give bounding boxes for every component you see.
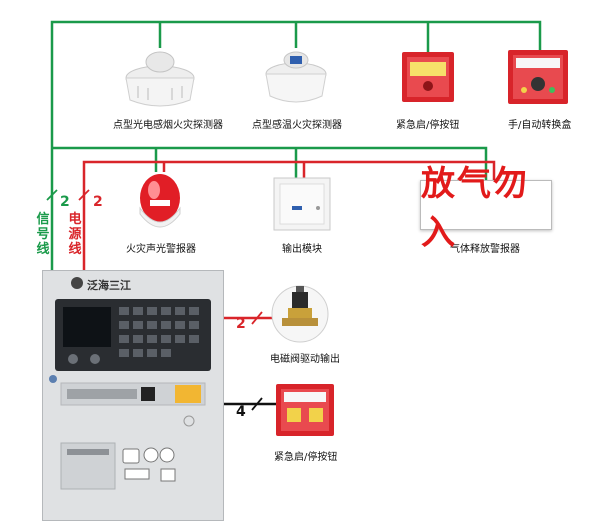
key-lock-icon bbox=[49, 375, 57, 383]
solenoid-valve-icon bbox=[271, 285, 329, 343]
label-panel-emergency-button: 紧急启/停按钮 bbox=[274, 452, 338, 463]
alarm-beacon-icon bbox=[139, 174, 181, 228]
certification-marks bbox=[122, 447, 176, 482]
button-wire-count: 4 bbox=[236, 404, 246, 420]
label-solenoid-valve: 电磁阀驱动输出 bbox=[270, 354, 340, 365]
output-module-icon bbox=[273, 177, 331, 231]
lcd-screen bbox=[63, 307, 111, 347]
power-bus bbox=[82, 160, 496, 320]
manual-auto-switch-icon bbox=[508, 50, 568, 104]
signal-bus bbox=[50, 20, 542, 270]
panel-brand: 泛海三江 bbox=[87, 279, 131, 292]
keypad bbox=[119, 307, 199, 357]
power-wire-count: 2 bbox=[93, 194, 103, 210]
signal-wire-count: 2 bbox=[60, 194, 70, 210]
heat-detector-icon bbox=[265, 51, 327, 103]
buzzer-icon bbox=[183, 415, 195, 427]
signal-wire-label: 信号线 bbox=[36, 212, 50, 257]
power-wire-label: 电源线 bbox=[68, 212, 82, 257]
label-output-module: 输出模块 bbox=[282, 244, 322, 255]
label-alarm-beacon: 火灾声光警报器 bbox=[126, 244, 196, 255]
emergency-button-icon bbox=[402, 52, 454, 102]
label-emergency-button: 紧急启/停按钮 bbox=[396, 120, 460, 131]
status-label bbox=[175, 385, 201, 403]
panel-face bbox=[49, 299, 211, 490]
smoke-detector-icon bbox=[125, 51, 195, 107]
label-heat-detector: 点型感温火灾探测器 bbox=[252, 120, 342, 131]
wire-count-ticks bbox=[46, 189, 263, 411]
emergency-button-icon bbox=[276, 384, 334, 436]
sign-text: 放气勿入 bbox=[421, 164, 529, 253]
label-smoke-detector: 点型光电感烟火灾探测器 bbox=[113, 120, 223, 131]
valve-wire-count: 2 bbox=[236, 316, 246, 332]
brand-logo-icon bbox=[71, 277, 83, 289]
gas-release-sign-icon: 放气勿入 bbox=[420, 164, 552, 253]
label-gas-release-sign: 气体释放警报器 bbox=[450, 244, 520, 255]
label-manual-auto-switch: 手/自动转换盒 bbox=[508, 120, 572, 131]
fire-control-panel: 泛海三江 bbox=[42, 270, 224, 521]
